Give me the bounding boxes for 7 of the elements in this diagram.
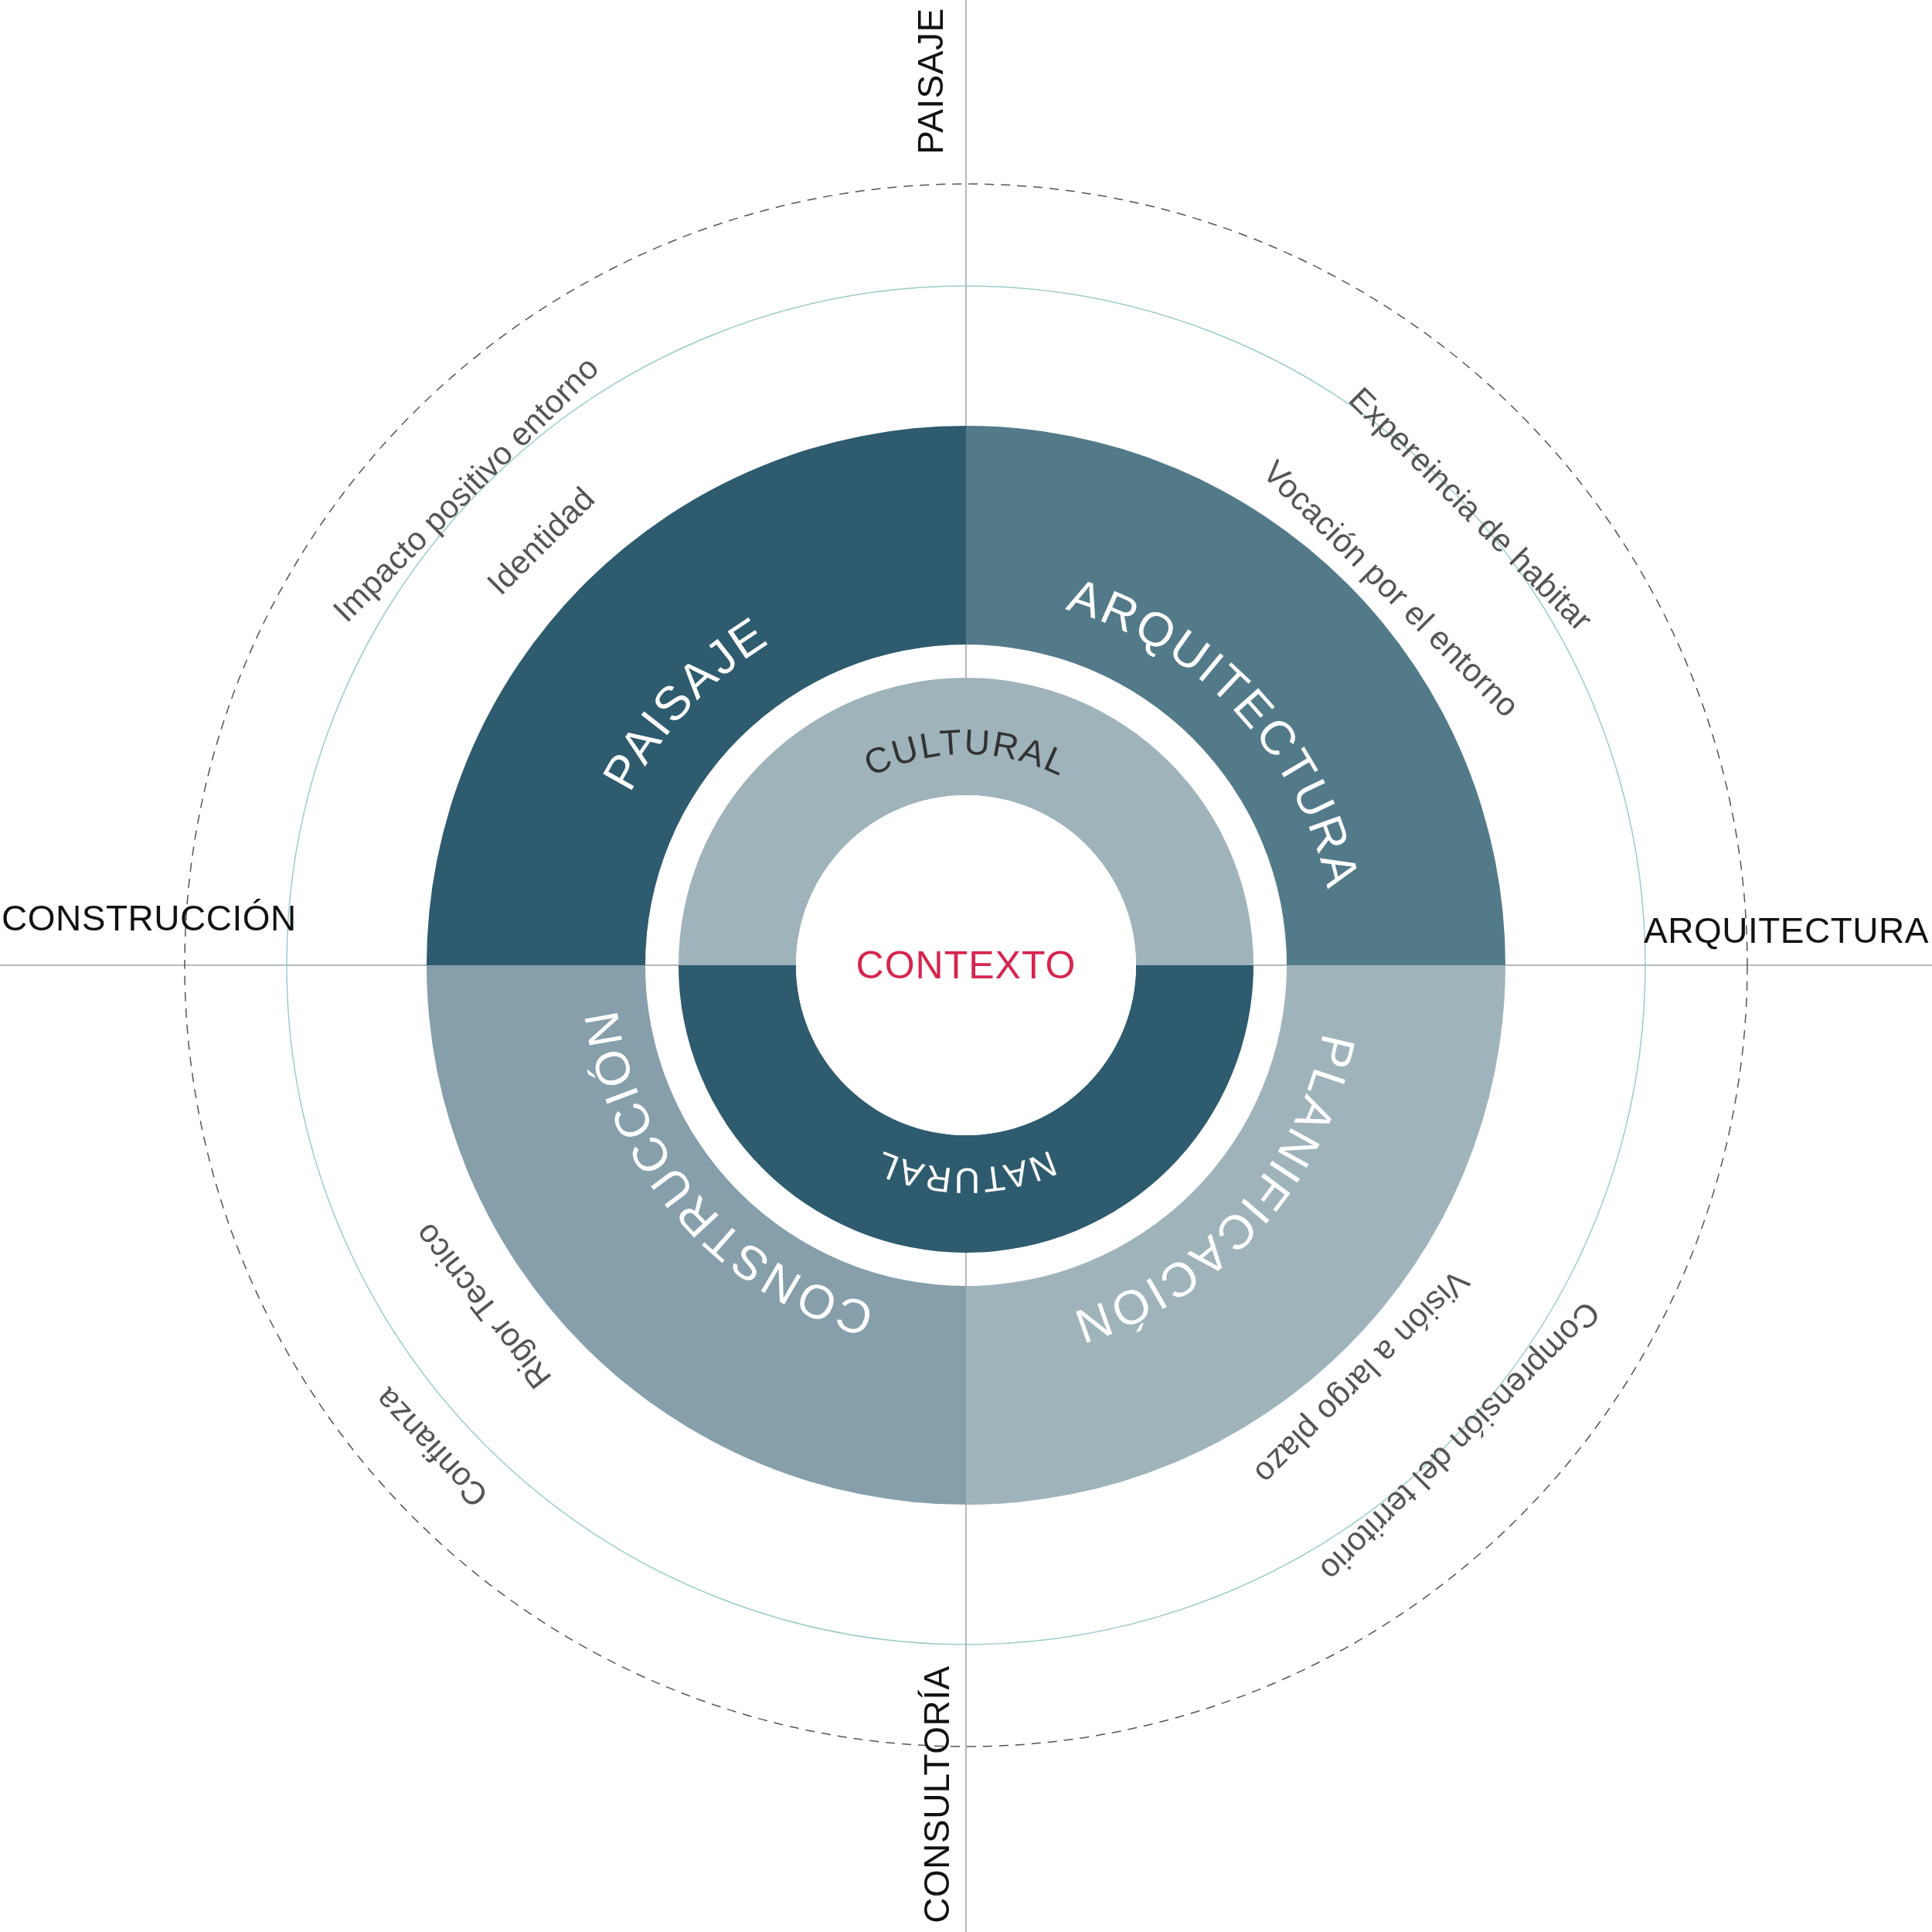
axis-label: CONSTRUCCIÓN — [2, 900, 297, 936]
center-label: CONTEXTO — [855, 943, 1077, 988]
axis-label: ARQUITECTURA — [1644, 913, 1929, 948]
axis-label: PAISAJE — [913, 8, 948, 155]
sector-label: CULTURAL — [858, 721, 1075, 784]
axis-label: CONSULTORÍA — [919, 1665, 954, 1923]
sector-label: NATURAL — [869, 1143, 1063, 1202]
